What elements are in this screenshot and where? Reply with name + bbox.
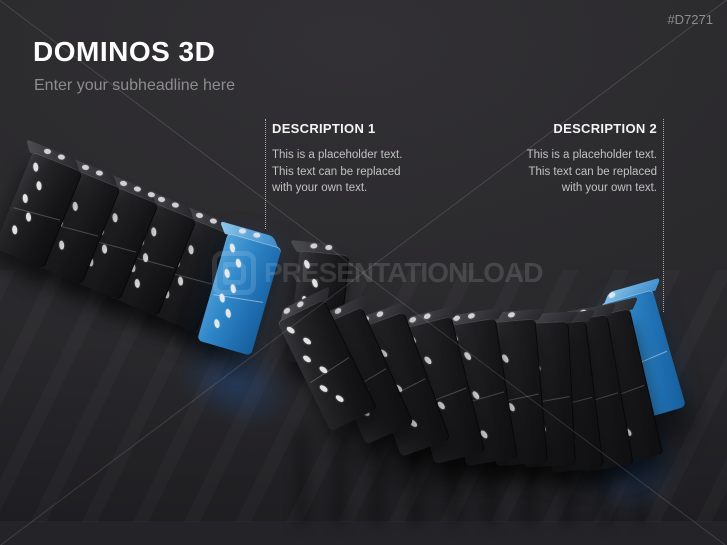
slide-title[interactable]: DOMINOS 3D (33, 36, 216, 67)
leader-line-description-1 (265, 119, 266, 229)
description-block-2[interactable]: DESCRIPTION 2 This is a placeholder text… (467, 121, 657, 197)
slide-subheadline[interactable]: Enter your subheadline here (34, 77, 236, 94)
description-2-body: This is a placeholder text.This text can… (526, 149, 657, 195)
description-1-heading: DESCRIPTION 1 (272, 121, 376, 136)
description-block-1[interactable]: DESCRIPTION 1 This is a placeholder text… (272, 121, 462, 197)
watermark: PRESENTATIONLOAD (212, 251, 544, 295)
leader-line-description-2 (663, 119, 664, 312)
floor-band (0, 521, 727, 545)
watermark-text: PRESENTATIONLOAD (264, 257, 544, 288)
description-2-heading: DESCRIPTION 2 (553, 121, 657, 136)
presentationload-logo (212, 251, 256, 295)
template-id-tag: #D7271 (667, 12, 713, 27)
description-1-body: This is a placeholder text.This text can… (272, 149, 403, 195)
